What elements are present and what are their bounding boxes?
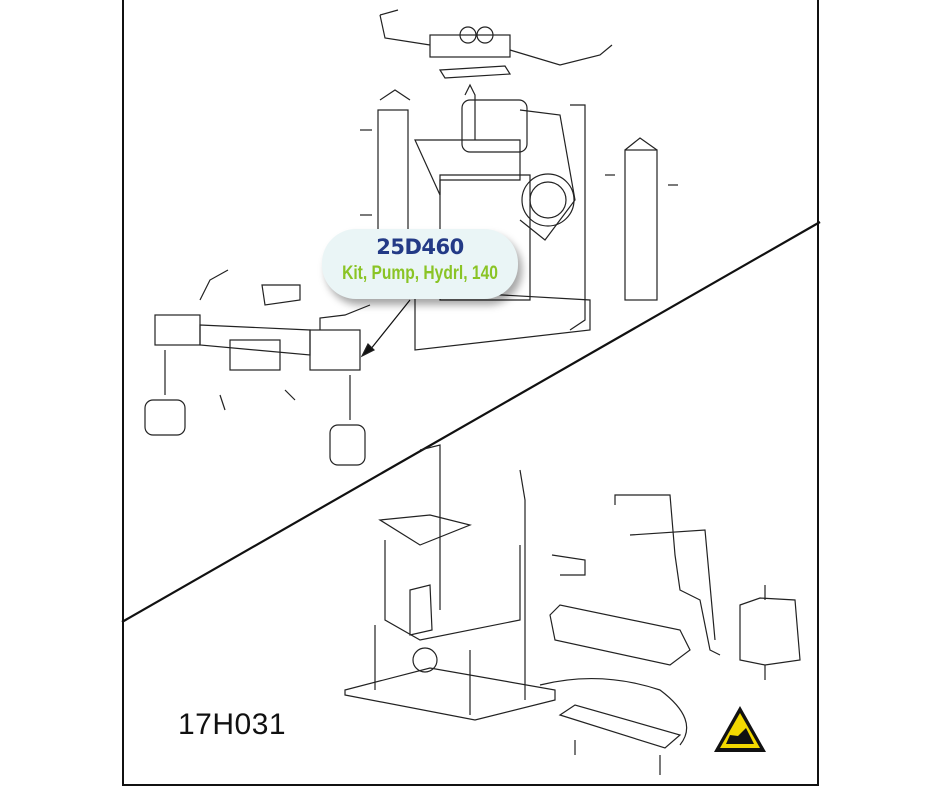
diagram-frame xyxy=(122,0,819,786)
electrical-box xyxy=(739,585,801,680)
section-divider xyxy=(121,221,821,623)
base-frame xyxy=(344,444,556,721)
part-description: Kit, Pump, Hydrl, 140 xyxy=(342,263,498,284)
part-callout: 25D460 Kit, Pump, Hydrl, 140 xyxy=(322,229,518,299)
hydraulic-line-and-cylinder xyxy=(549,494,721,666)
pump-assembly xyxy=(379,9,613,351)
figure-id: 17H031 xyxy=(178,708,287,741)
bracket xyxy=(539,677,688,775)
right-cylinder xyxy=(605,137,678,301)
callout-leader xyxy=(369,299,411,351)
hydraulic-manifold xyxy=(144,269,371,466)
hot-surface-warning-icon xyxy=(714,706,766,752)
part-number: 25D460 xyxy=(376,235,464,259)
